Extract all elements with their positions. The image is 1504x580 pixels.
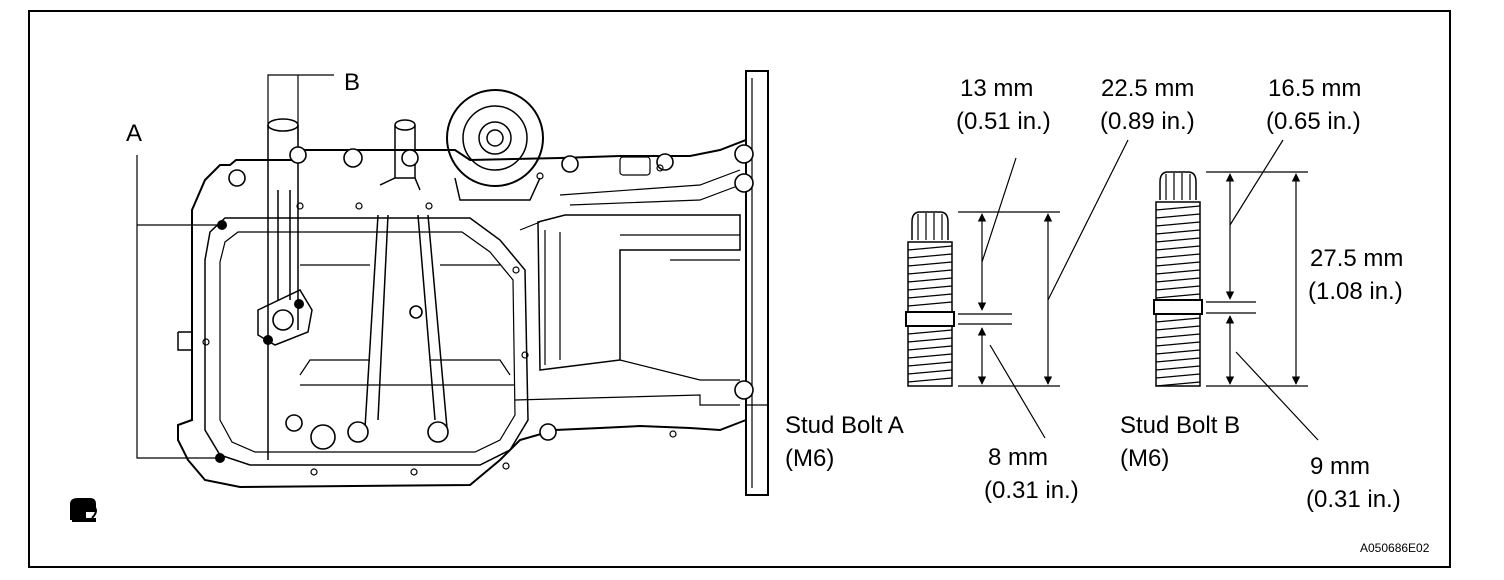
stud-b-bottom-mm: 9 mm: [1310, 453, 1370, 480]
callout-a: A: [126, 120, 220, 459]
stud-bolt-b-drawing: [1153, 171, 1203, 387]
stud-a-overall-mm: 22.5 mm: [1101, 75, 1194, 102]
stud-bolt-a-drawing: [905, 211, 955, 387]
stud-a-overall-in: (0.89 in.): [1100, 108, 1195, 135]
stud-a-top-in: (0.51 in.): [956, 108, 1051, 135]
sealant-icon: [70, 498, 97, 522]
stud-b-dimensions: [1206, 139, 1319, 441]
stud-b-top-mm: 16.5 mm: [1268, 75, 1361, 102]
callout-b-label: B: [344, 69, 360, 96]
stud-b-top-in: (0.65 in.): [1266, 108, 1361, 135]
callout-a-label: A: [126, 120, 142, 147]
stud-a-size: (M6): [785, 445, 834, 472]
stud-b-bottom-in: (0.31 in.): [1306, 486, 1401, 513]
stud-b-size: (M6): [1120, 445, 1169, 472]
figure-code: A050686E02: [1360, 541, 1430, 555]
stud-a-top-mm: 13 mm: [960, 75, 1033, 102]
oil-pan-illustration: [177, 70, 769, 496]
stud-a-bottom-mm: 8 mm: [988, 444, 1048, 471]
stud-a-dimensions: [958, 139, 1129, 439]
stud-b-name: Stud Bolt B: [1120, 412, 1240, 439]
figure-border: [28, 10, 1451, 568]
stud-a-name: Stud Bolt A: [785, 412, 904, 439]
stud-b-overall-in: (1.08 in.): [1308, 278, 1403, 305]
stud-a-bottom-in: (0.31 in.): [984, 477, 1079, 504]
callout-b: B: [267, 69, 360, 140]
stud-b-overall-mm: 27.5 mm: [1310, 245, 1403, 272]
